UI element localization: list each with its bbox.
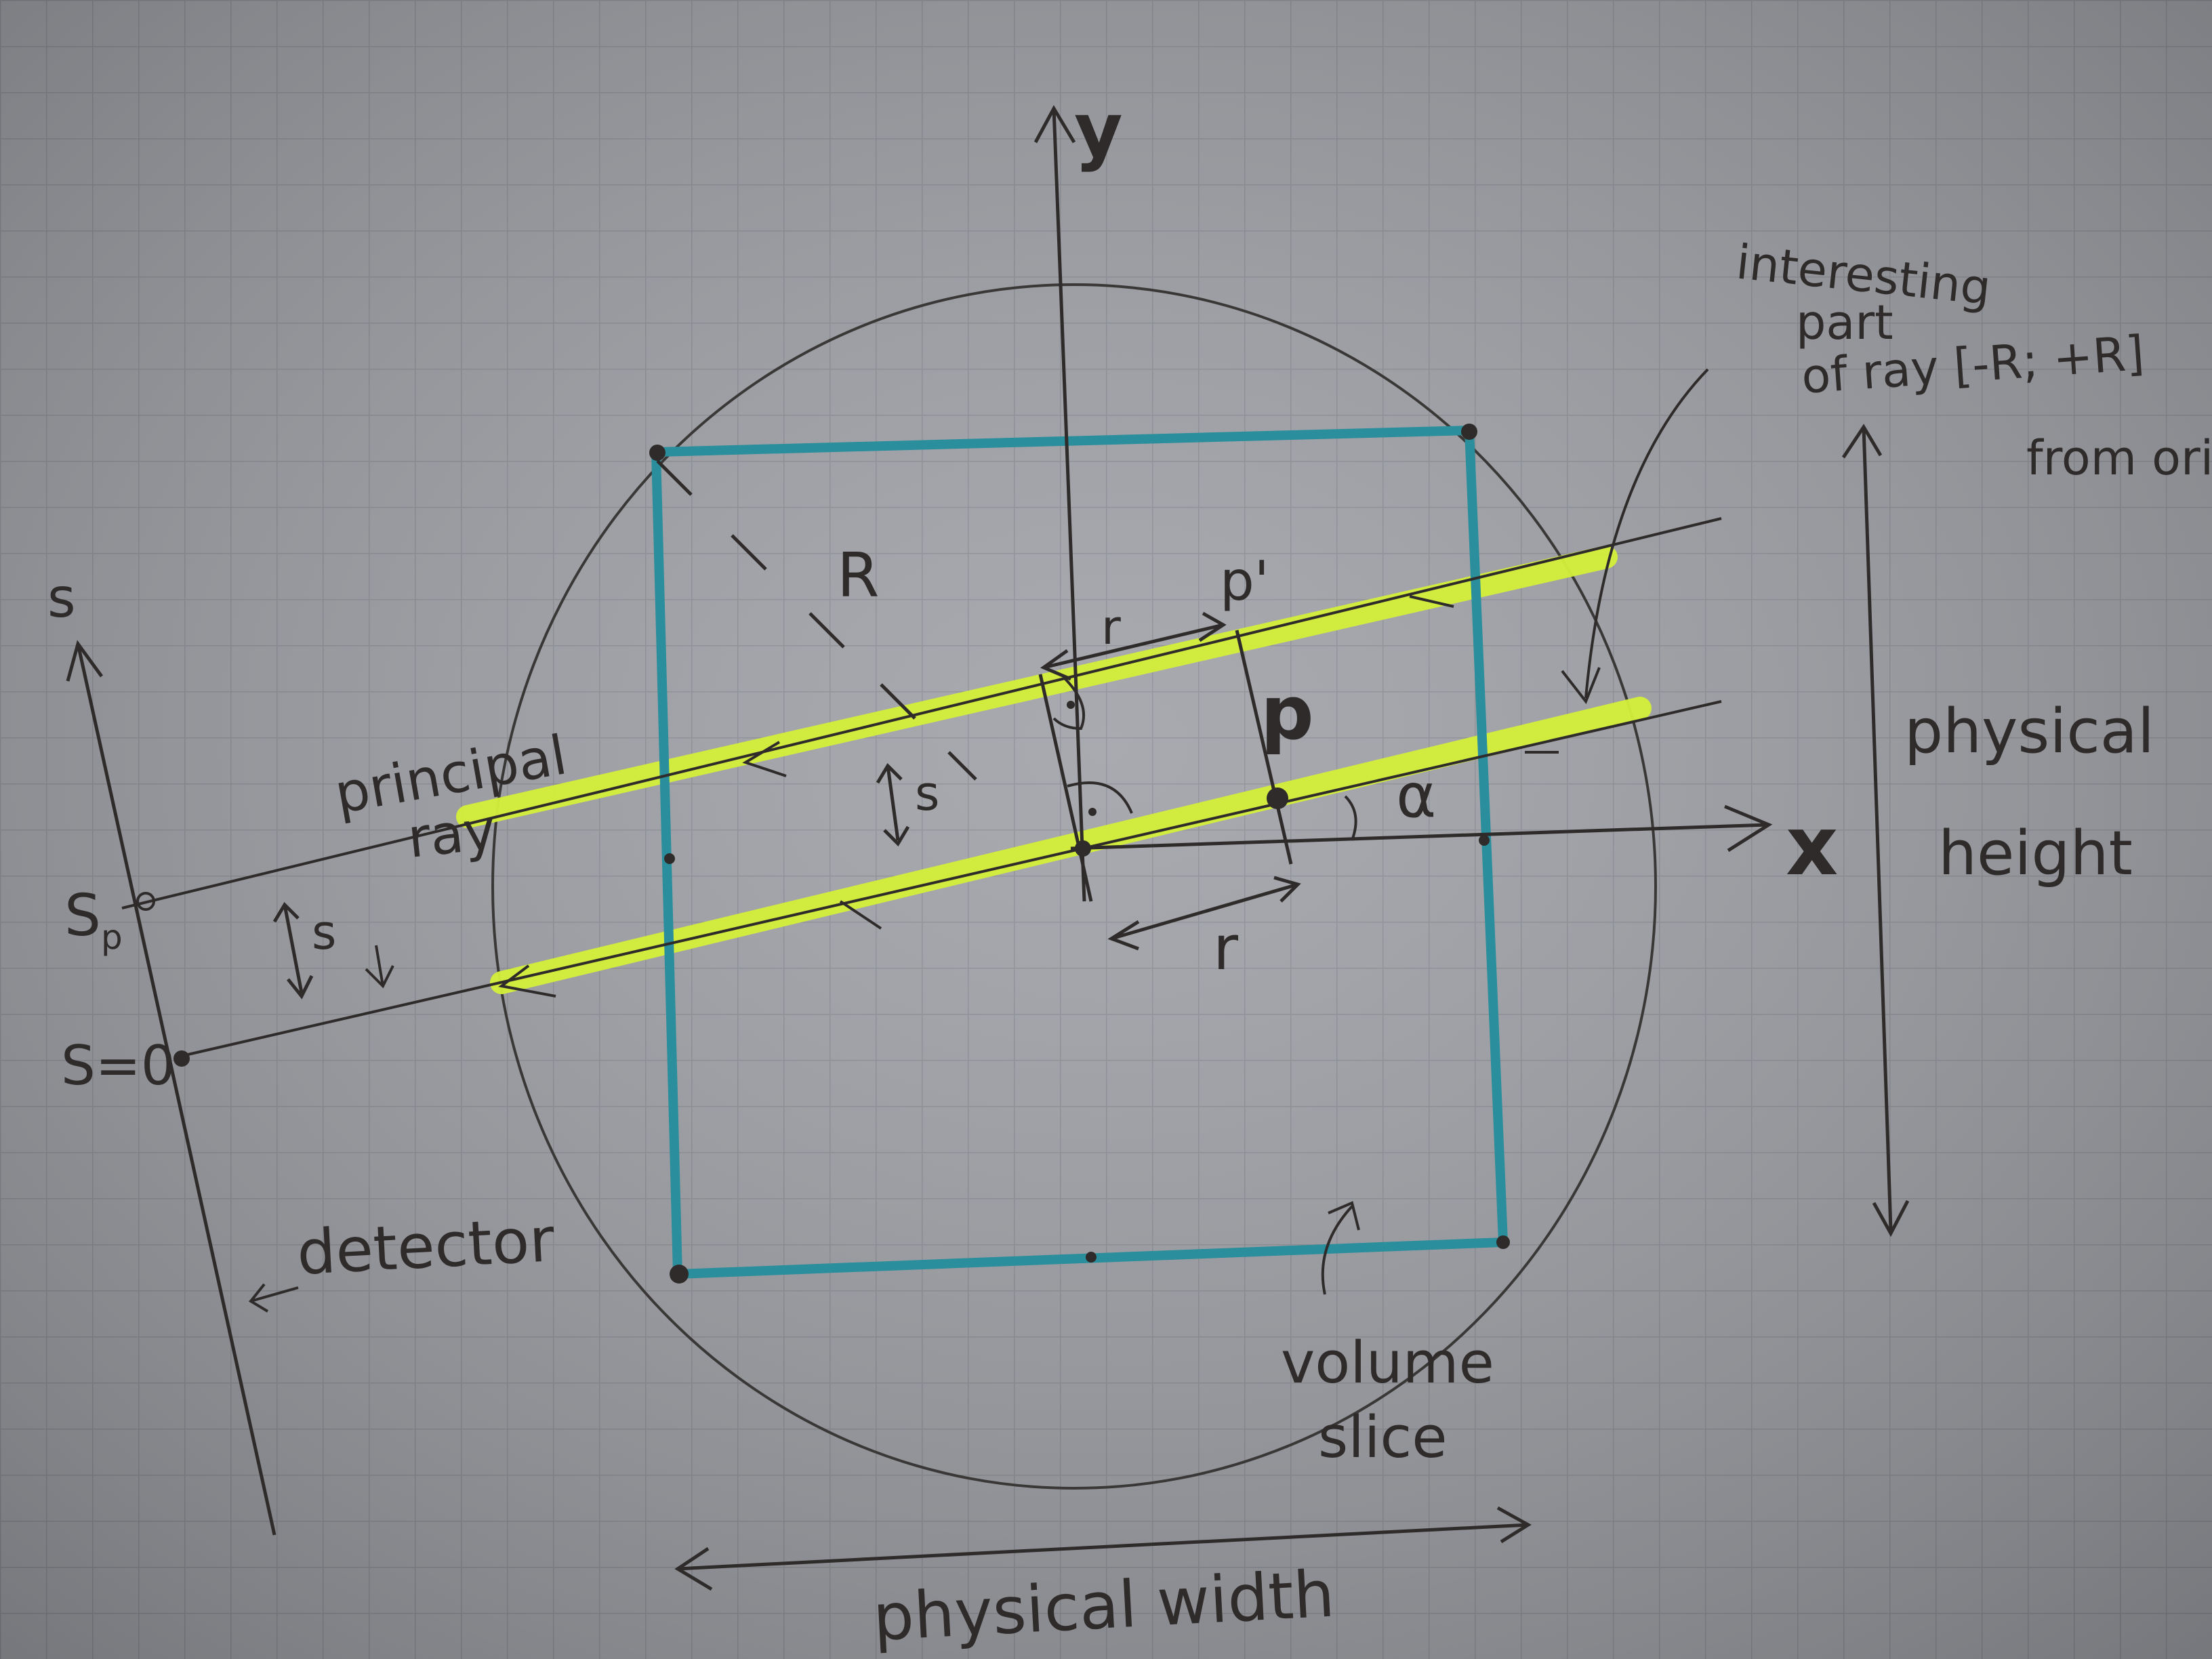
s-axis-arrowhead [66,640,104,682]
p-label: p [1261,670,1314,756]
point-dot-corner-br [1496,1235,1510,1249]
detector-line [76,643,276,1536]
center-ray-line [176,700,1722,1059]
radius-dashes [656,459,977,781]
physical-height-arrowheads [1841,424,1910,1237]
x-axis-arrowhead [1724,804,1773,853]
r-lower-label: r [1213,913,1238,984]
volume-pointer-head [1328,1201,1360,1231]
point-dot-s-p [136,892,155,911]
principal-ray-line [121,517,1722,909]
detector-pointer-arrow [249,1283,299,1313]
p-prime-label: p' [1220,550,1269,613]
r-upper-arrow [1040,611,1227,681]
s-distance-arrow-lower [272,901,314,1000]
interesting-pointer-curve [1584,368,1709,699]
right-angle-dot-upper [1067,701,1075,709]
p-perpendicular-line [1235,630,1293,865]
perpendicular-line [1038,674,1093,902]
y-axis-label: y [1074,87,1123,173]
detector-label: detector [295,1204,556,1289]
x-axis-label: x [1786,800,1838,894]
ray-direction-arrows [498,595,1559,998]
center-ray-highlight [490,697,1652,994]
physical-width-arrow [677,1523,1529,1571]
physical-height-label-line1: physical [1904,696,2154,767]
volume-slice-label-line1: volume [1281,1330,1494,1397]
right-angle-marker-lower [1067,781,1133,814]
volume-pointer-curve [1321,1205,1353,1295]
point-dot-origin [1075,840,1091,857]
point-dot-bottom-mid [1086,1252,1097,1263]
alpha-label: α [1396,760,1436,832]
interesting-label-line4: from ori [2026,430,2212,486]
s-zero-label: S=0 [61,1034,176,1097]
right-angle-dot-lower [1088,808,1097,816]
s-down-arrow [365,945,394,989]
y-axis-arrowhead [1033,104,1076,144]
s-axis-label: s [47,567,76,630]
alpha-angle-arc [1344,795,1357,841]
interesting-label-line2: part [1796,295,1893,350]
principal-ray-highlight [456,546,1618,828]
point-dot-corner-tr [1461,424,1477,440]
s-lower-label: s [312,905,336,960]
point-dot-p [1267,787,1288,809]
x-axis [1070,823,1769,851]
r-upper-label: r [1101,600,1121,655]
physical-height-label-line2: height [1938,818,2133,889]
point-dot-right-mid [1479,835,1490,846]
point-dot-s-zero [173,1050,190,1067]
ray-label: ray [405,798,498,870]
physical-height-arrow [1862,426,1893,1231]
interesting-pointer-head [1561,667,1601,704]
point-dot-corner-tl [649,445,665,461]
reconstruction-circle [491,283,1657,1490]
right-angle-marker-upper [1052,676,1086,731]
point-dot-left-mid [664,853,675,864]
s-distance-arrow-upper [876,762,910,847]
s-p-label: Sp [64,882,123,957]
point-dot-corner-bl [670,1265,689,1284]
s-upper-label: s [915,766,939,821]
physical-width-arrowheads [674,1506,1532,1591]
volume-slice-label-line2: slice [1318,1404,1448,1471]
radius-label: R [837,540,880,611]
y-axis [1052,108,1086,902]
r-lower-arrow [1107,876,1301,951]
